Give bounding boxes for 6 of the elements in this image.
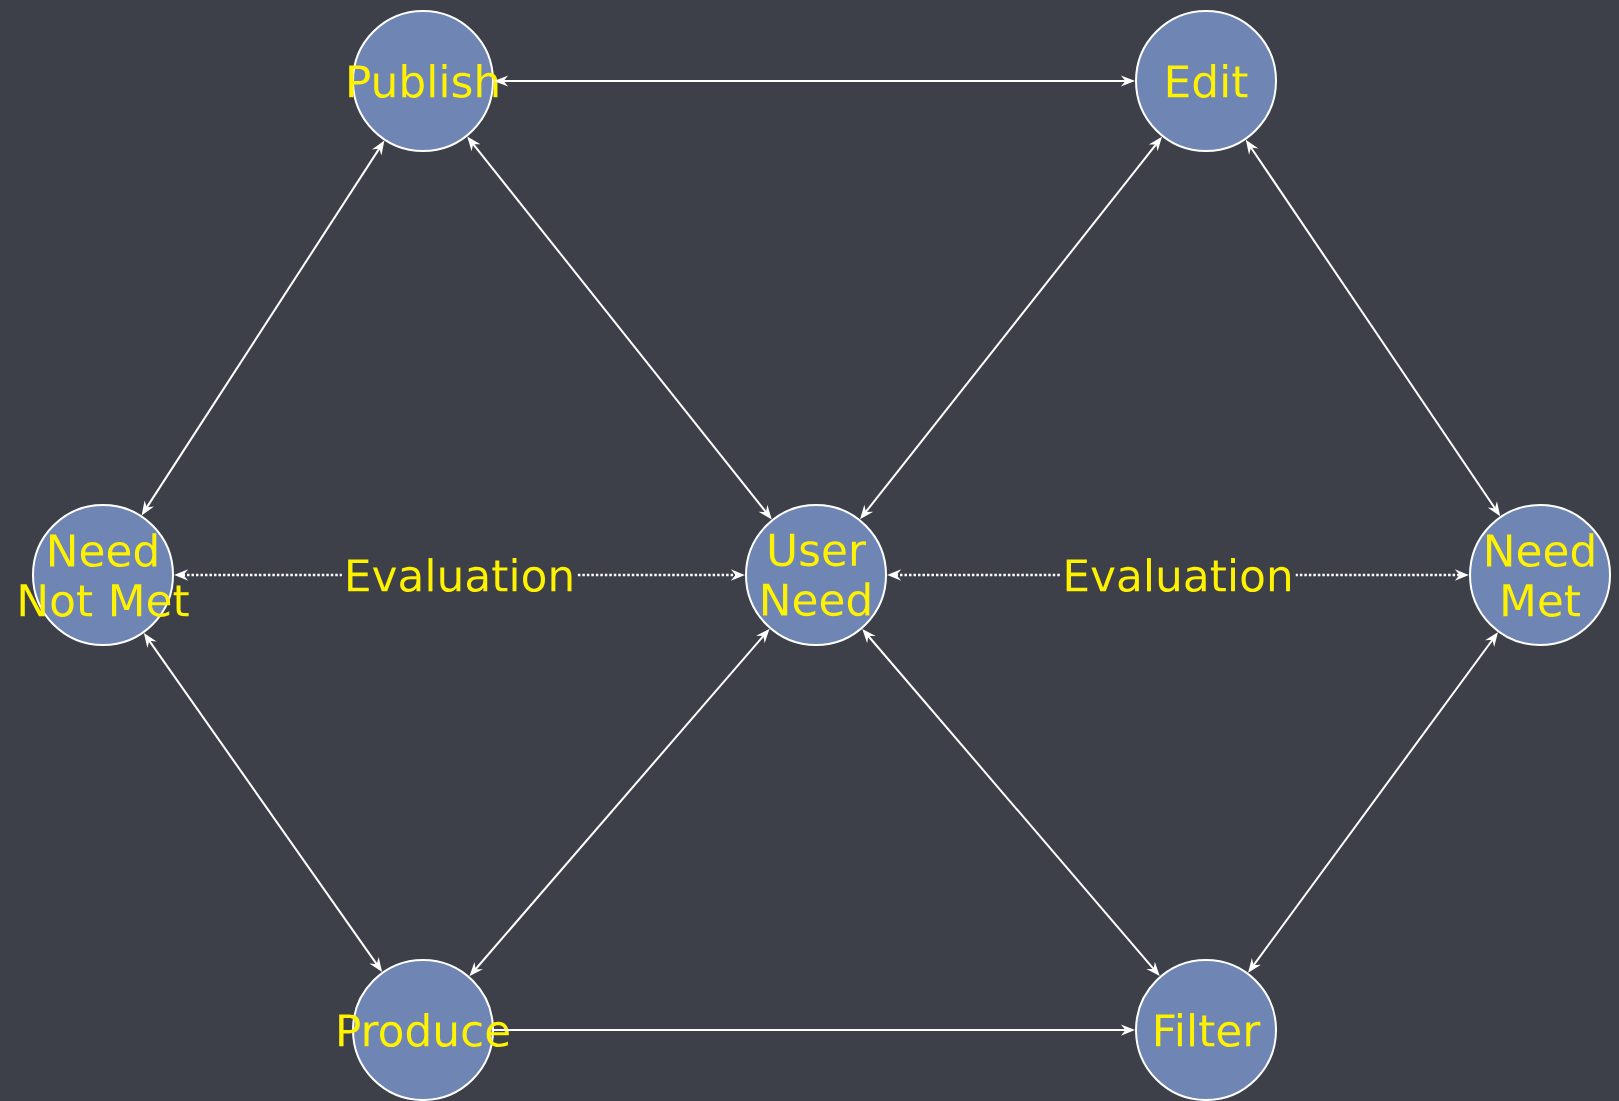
circle-node: Filter <box>1135 959 1277 1101</box>
edge-label: Evaluation <box>1060 556 1296 594</box>
edge-label: Evaluation <box>341 556 578 594</box>
circle-node: Edit <box>1135 10 1277 152</box>
circle-node: User Need <box>745 504 887 646</box>
circle-node: Need Met <box>1469 504 1611 646</box>
